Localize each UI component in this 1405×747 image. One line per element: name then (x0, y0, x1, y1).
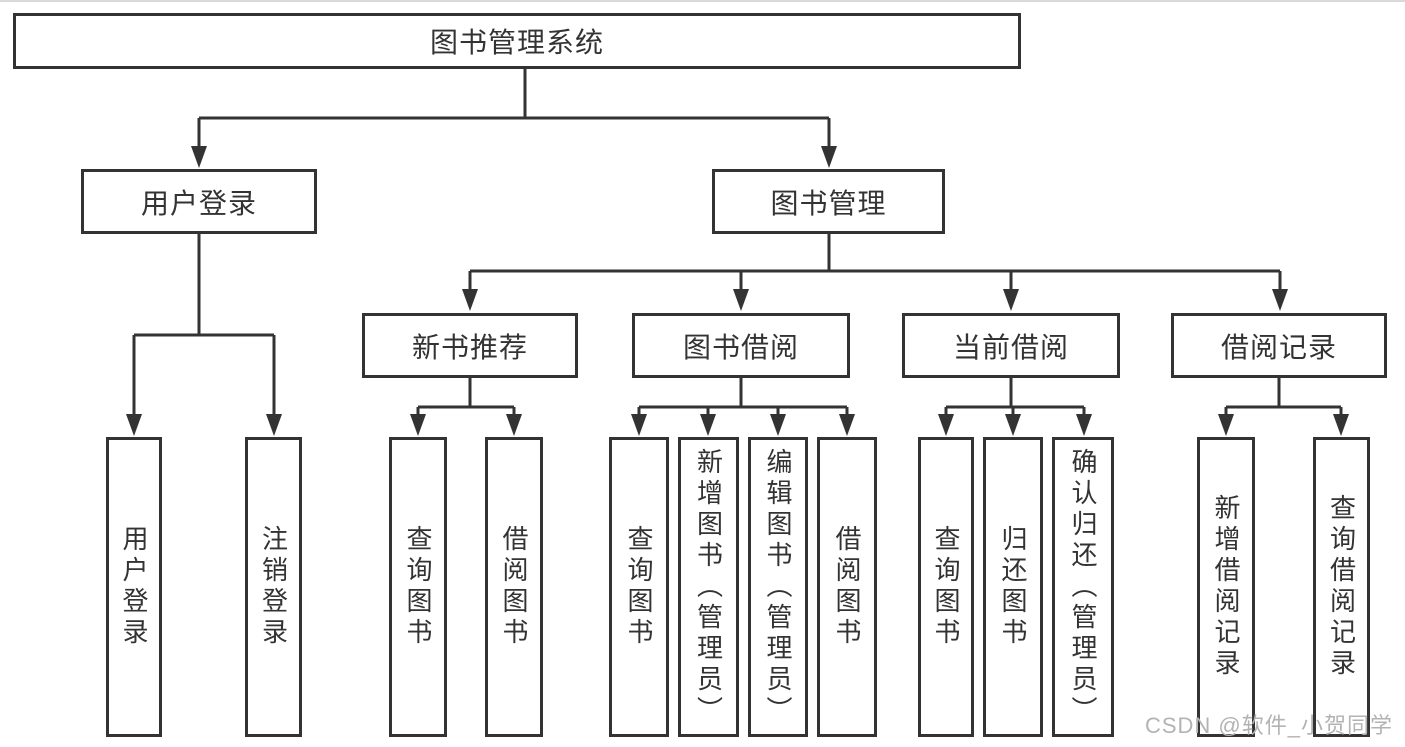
leaf-add-books-admin: 新增图书（管理员） (678, 437, 739, 737)
leaf-label: 借阅图书 (499, 525, 529, 649)
leaf-query-books-recommend: 查询图书 (389, 437, 447, 737)
leaf-label: 借阅图书 (832, 525, 862, 649)
leaf-query-books-current: 查询图书 (918, 437, 974, 737)
connector-lines (132, 68, 1343, 418)
leaf-label: 新增借阅记录 (1211, 494, 1241, 680)
node-new-book-recommend: 新书推荐 (362, 313, 578, 378)
node-user-login: 用户登录 (81, 169, 317, 234)
leaf-query-borrow-record: 查询借阅记录 (1313, 437, 1370, 737)
leaf-edit-books-admin: 编辑图书（管理员） (748, 437, 808, 737)
leaf-label: 查询借阅记录 (1326, 494, 1357, 680)
watermark: CSDN @软件_小贺同学 (1144, 713, 1393, 738)
leaf-query-books-borrowing: 查询图书 (609, 437, 669, 737)
node-book-borrowing: 图书借阅 (632, 313, 850, 378)
leaf-logout: 注销登录 (245, 437, 302, 737)
node-current-borrowing: 当前借阅 (902, 313, 1120, 378)
top-edge-artifact (0, 0, 1405, 2)
leaf-label: 注销登录 (258, 525, 289, 649)
node-borrowing-records: 借阅记录 (1171, 313, 1387, 378)
leaf-borrow-books-borrowing: 借阅图书 (817, 437, 877, 737)
node-book-management: 图书管理 (712, 169, 945, 234)
node-root: 图书管理系统 (13, 13, 1021, 69)
arrowheads (126, 146, 1349, 436)
leaf-label: 编辑图书（管理员） (763, 447, 793, 727)
leaf-label: 确认归还（管理员） (1068, 447, 1098, 727)
leaf-label: 归还图书 (998, 525, 1028, 649)
leaf-add-borrow-record: 新增借阅记录 (1197, 437, 1255, 737)
leaf-label: 查询图书 (403, 525, 433, 649)
leaf-label: 用户登录 (119, 525, 149, 649)
leaf-user-login: 用户登录 (106, 437, 162, 737)
leaf-borrow-books-recommend: 借阅图书 (485, 437, 543, 737)
leaf-label: 查询图书 (931, 525, 961, 649)
leaf-confirm-return-admin: 确认归还（管理员） (1052, 437, 1114, 737)
leaf-label: 查询图书 (624, 525, 654, 649)
leaf-return-books: 归还图书 (983, 437, 1043, 737)
leaf-label: 新增图书（管理员） (693, 447, 724, 727)
